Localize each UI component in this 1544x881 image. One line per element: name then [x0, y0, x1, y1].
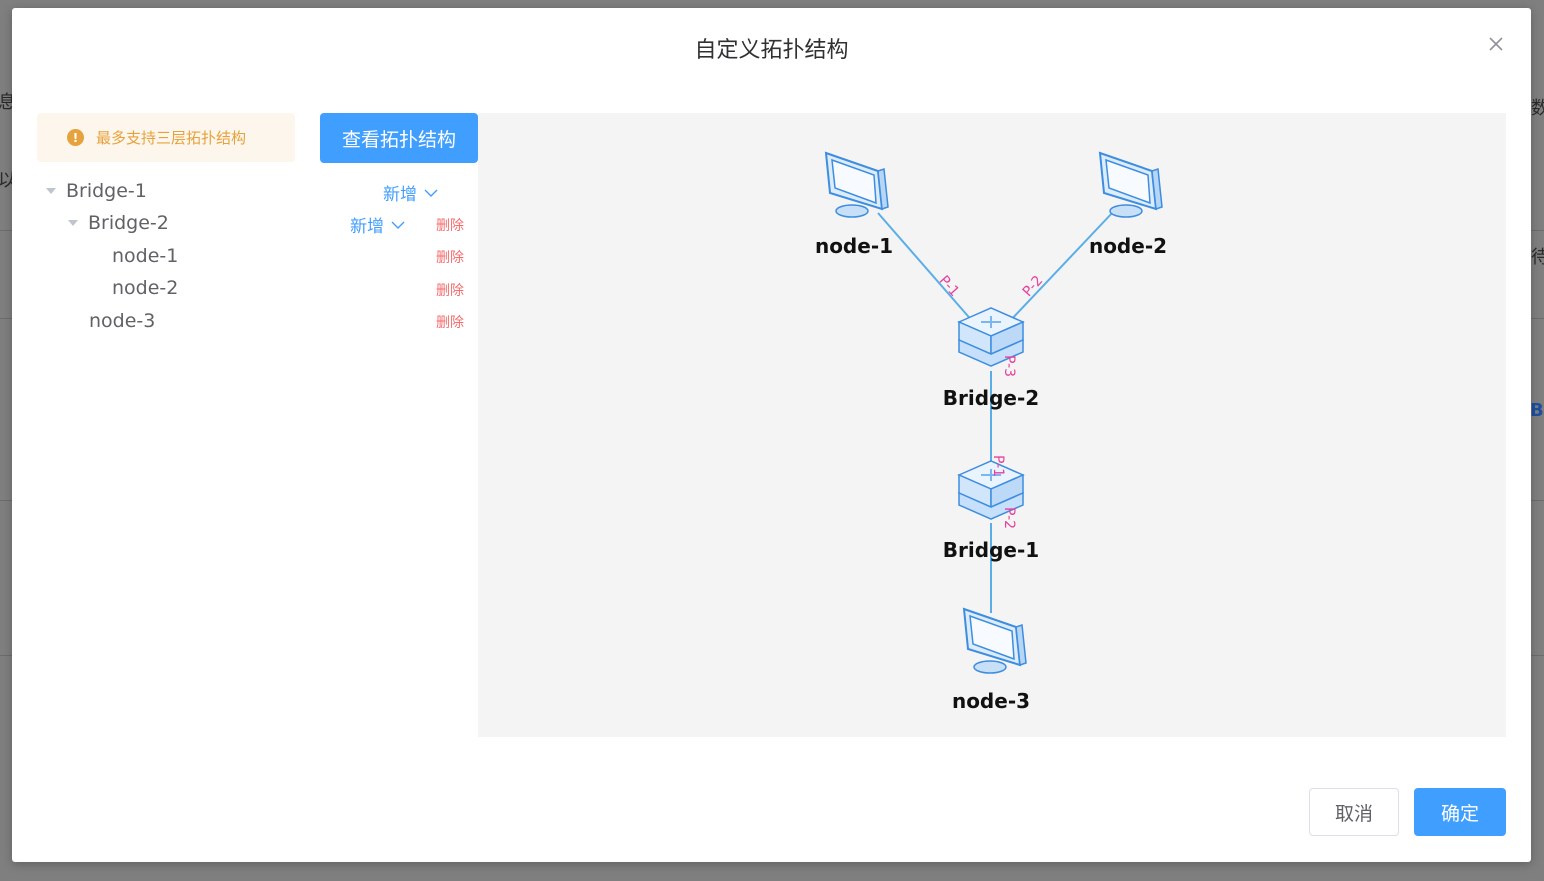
caret-down-icon[interactable]: [46, 188, 56, 194]
add-dropdown-bridge-1[interactable]: 新增: [383, 180, 438, 205]
port-label: P-2: [1001, 507, 1017, 529]
confirm-button[interactable]: 确定: [1414, 788, 1506, 836]
tree-node-label: Bridge-1: [66, 180, 147, 202]
computer-icon[interactable]: [963, 608, 1027, 674]
close-icon: [1489, 37, 1503, 51]
tree-node-label: node-3: [89, 310, 156, 332]
port-label: P-1: [990, 455, 1006, 477]
computer-icon[interactable]: [1099, 152, 1163, 218]
delete-link-node-2[interactable]: 删除: [436, 283, 464, 299]
add-dropdown-bridge-2[interactable]: 新增: [350, 212, 405, 237]
topology-dialog: 自定义拓扑结构 ! 最多支持三层拓扑结构 Bridge-1 Bridge-2 n…: [12, 8, 1531, 862]
chevron-down-icon: [391, 215, 405, 235]
view-topology-button[interactable]: 查看拓扑结构: [320, 113, 478, 163]
topology-diagram: node-1 node-2 Bridge-2 Bridge-1 node-3 P…: [815, 152, 1167, 713]
tree-node-label: node-1: [112, 245, 179, 267]
chevron-down-icon: [424, 183, 438, 203]
topology-label-node-3: node-3: [952, 689, 1030, 713]
tree-node-node-1[interactable]: node-1: [112, 241, 178, 271]
delete-link-node-3[interactable]: 删除: [436, 315, 464, 331]
background-text: Br: [1530, 400, 1544, 421]
delete-link-bridge-2[interactable]: 删除: [436, 218, 464, 234]
port-label: P-2: [1020, 273, 1047, 300]
tree-node-bridge-1[interactable]: Bridge-1: [46, 176, 147, 206]
topology-label-node-2: node-2: [1089, 234, 1167, 258]
topology-canvas[interactable]: node-1 node-2 Bridge-2 Bridge-1 node-3 P…: [478, 113, 1506, 737]
tree-node-label: node-2: [112, 277, 179, 299]
add-label: 新增: [350, 217, 384, 237]
tree-node-bridge-2[interactable]: Bridge-2: [68, 208, 169, 238]
delete-link-node-1[interactable]: 删除: [436, 250, 464, 266]
link-node-2-bridge-2: [1007, 210, 1115, 324]
link-node-1-bridge-2: [877, 212, 975, 324]
computer-icon[interactable]: [825, 152, 889, 218]
close-button[interactable]: [1486, 34, 1506, 54]
topology-label-bridge-1: Bridge-1: [943, 538, 1039, 562]
warning-icon: !: [67, 129, 84, 146]
warning-alert: ! 最多支持三层拓扑结构: [37, 113, 295, 162]
dialog-title: 自定义拓扑结构: [694, 38, 849, 63]
cancel-button[interactable]: 取消: [1309, 788, 1399, 836]
tree-node-label: Bridge-2: [88, 212, 169, 234]
port-label: P-3: [1001, 355, 1017, 377]
topology-label-node-1: node-1: [815, 234, 893, 258]
add-label: 新增: [383, 185, 417, 205]
background-text: 待: [1531, 247, 1544, 268]
caret-down-icon[interactable]: [68, 220, 78, 226]
tree-node-node-3[interactable]: node-3: [89, 306, 155, 336]
alert-text: 最多支持三层拓扑结构: [96, 129, 247, 147]
background-text: 数: [1531, 98, 1544, 119]
topology-label-bridge-2: Bridge-2: [943, 386, 1039, 410]
tree-node-node-2[interactable]: node-2: [112, 273, 178, 303]
port-label: P-1: [936, 273, 963, 300]
